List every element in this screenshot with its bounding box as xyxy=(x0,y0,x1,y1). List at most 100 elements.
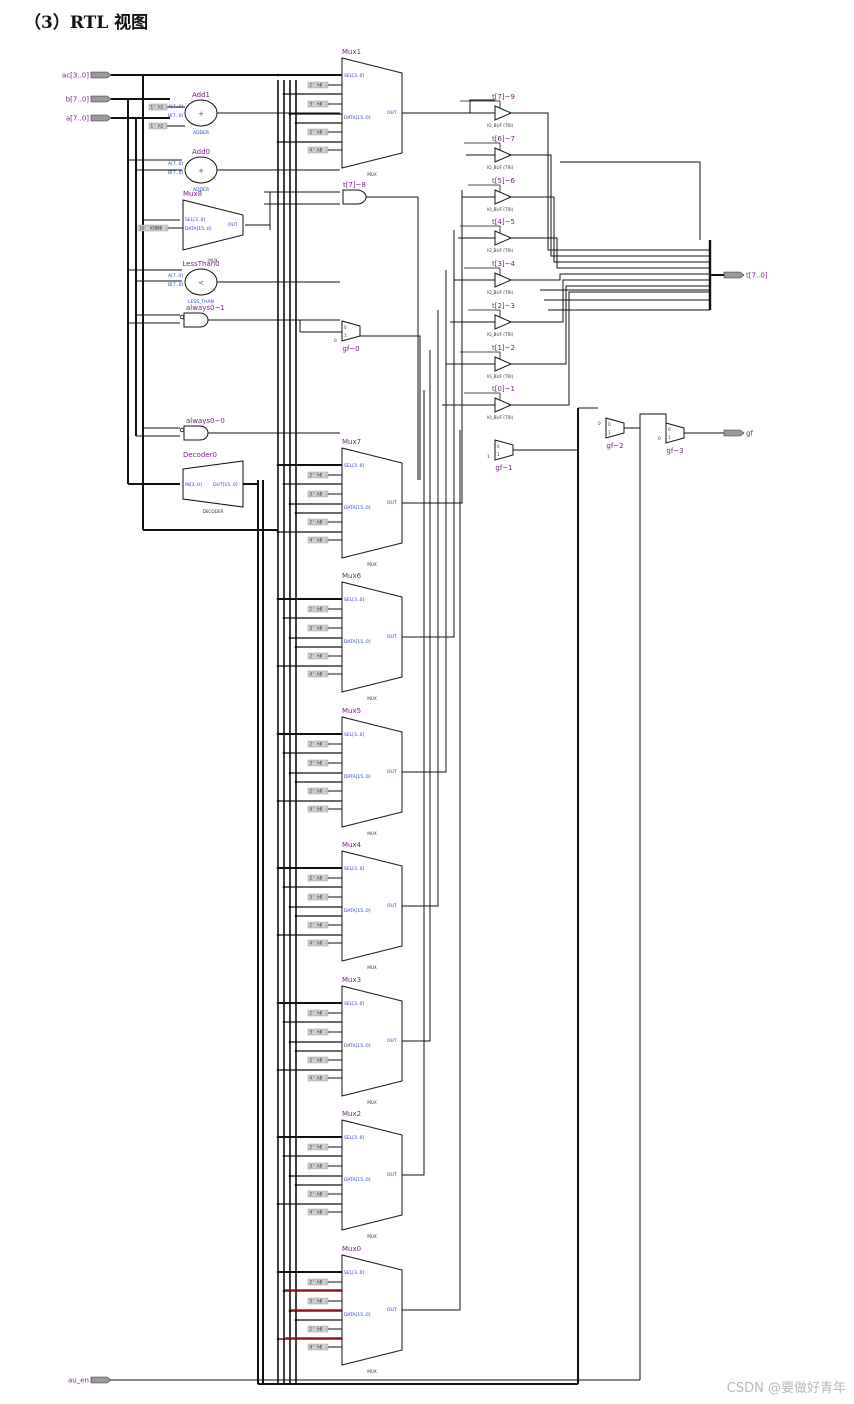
constant-label: 4' h0 -- xyxy=(310,538,330,543)
wire xyxy=(511,237,710,269)
input-pin-icon xyxy=(90,95,112,103)
constant-label: 2' h0 -- xyxy=(310,1011,330,1016)
junction-dot xyxy=(288,905,292,909)
wire xyxy=(511,285,710,365)
tri-buffer-0-name: t[7]~9 xyxy=(492,93,515,101)
port-label: a[7..0] xyxy=(66,115,89,123)
wire xyxy=(402,350,431,1042)
big-mux-mux0-out-pin: OUT xyxy=(387,1307,397,1313)
tri-buffer-1-name: t[6]~7 xyxy=(492,135,515,143)
junction-dot xyxy=(288,502,292,506)
constant-box xyxy=(307,1208,329,1216)
constant-label: 3' h0 -- xyxy=(310,761,330,766)
wire xyxy=(511,112,710,251)
big-mux-mux7-type: MUX xyxy=(367,562,377,567)
tri-buffer-1-type: IO_BUF (TRI) xyxy=(487,165,514,170)
tri-buffer-2-type: IO_BUF (TRI) xyxy=(487,207,514,212)
lessthan0-symbol xyxy=(184,268,218,296)
big-mux-mux3-out-pin: OUT xyxy=(387,1038,397,1044)
big-mux-mux1-type: MUX xyxy=(367,172,377,177)
junction-dot xyxy=(294,511,298,515)
output-pin-icon xyxy=(723,429,745,437)
constant-label: 2' h0 -- xyxy=(310,83,330,88)
wire xyxy=(513,449,579,452)
constant-box xyxy=(307,536,329,544)
constant-box xyxy=(307,670,329,678)
constant-label: 2' h0 -- xyxy=(310,789,330,794)
constant-label: 2' h0 -- xyxy=(310,1280,330,1285)
junction-dot xyxy=(276,664,280,668)
mux8-out-pin: OUT xyxy=(228,222,238,228)
add0-symbol xyxy=(184,156,218,184)
always0-0-name: always0~0 xyxy=(186,417,225,425)
junction-dot xyxy=(276,732,280,736)
wire xyxy=(511,273,710,281)
add0-pin-a: A[7..0] xyxy=(168,161,183,167)
lessthan0-operator: < xyxy=(198,279,204,287)
junction-dot xyxy=(276,1068,280,1072)
mux8-data-pin: DATA[15..0] xyxy=(185,226,212,232)
wire xyxy=(402,190,463,504)
constant-label: 3' h0 -- xyxy=(310,492,330,497)
constant-label: 4' h0 -- xyxy=(310,672,330,677)
add1-pin-b: B[7..0] xyxy=(168,113,183,119)
constant-label: 2' h0 -- xyxy=(310,473,330,478)
always0-1-name: always0~1 xyxy=(186,304,225,312)
junction-dot xyxy=(276,597,280,601)
big-mux-mux2-sel-pin: SEL[3..0] xyxy=(344,1135,365,1141)
constant-box xyxy=(307,128,329,136)
constant-box xyxy=(307,1190,329,1198)
big-mux-mux1-name: Mux1 xyxy=(342,48,361,56)
junction-dot xyxy=(294,914,298,918)
big-mux-mux5-sel-pin: SEL[3..0] xyxy=(344,732,365,738)
output-pin-icon xyxy=(723,271,745,279)
junction-dot xyxy=(276,1337,280,1341)
constant-label: 2' h0 -- xyxy=(310,923,330,928)
wire xyxy=(624,413,667,429)
constant-box xyxy=(307,1325,329,1333)
decoder0-out-pin: OUT[15..0] xyxy=(213,482,238,488)
junction-dot xyxy=(282,616,286,620)
decoder0-type: DECODER xyxy=(203,509,224,514)
constant-label: 1' h1 -- xyxy=(151,124,171,129)
lessthan0-name: LessThan0 xyxy=(182,260,219,268)
big-mux-mux6-sel-pin: SEL[3..0] xyxy=(344,597,365,603)
wire xyxy=(402,230,455,638)
big-mux-mux2-type: MUX xyxy=(367,1234,377,1239)
constant-box xyxy=(307,1056,329,1064)
gf0-pin0: 0 xyxy=(344,325,347,330)
constant-label: 4' h0 -- xyxy=(310,1345,330,1350)
tri-buffer-0-icon xyxy=(494,105,513,121)
tri-buffer-3-type: IO_BUF (TRI) xyxy=(487,248,514,253)
junction-dot xyxy=(282,1020,286,1024)
junction-dot xyxy=(294,1049,298,1053)
junction-dot xyxy=(288,112,292,116)
constant-label: 3' h0 -- xyxy=(310,895,330,900)
tri-buffer-7-icon xyxy=(494,397,513,413)
tri-buffer-6-icon xyxy=(494,356,513,372)
constant-box xyxy=(307,759,329,767)
big-mux-mux4-symbol xyxy=(341,850,403,962)
constant-box xyxy=(307,1009,329,1017)
gf1-mux-symbol xyxy=(494,439,514,461)
big-mux-mux3-data-pin: DATA[15..0] xyxy=(344,1043,371,1049)
gf2-mux-symbol xyxy=(605,417,625,439)
big-mux-mux0-type: MUX xyxy=(367,1369,377,1374)
constant-box xyxy=(307,939,329,947)
constant-label: 2' h0 -- xyxy=(310,876,330,881)
big-mux-mux3-sel-pin: SEL[3..0] xyxy=(344,1001,365,1007)
always0-0-and-gate xyxy=(183,425,209,441)
always0-0-inverter-bubble xyxy=(179,427,185,433)
big-mux-mux7-symbol xyxy=(341,447,403,559)
big-mux-mux2-symbol xyxy=(341,1119,403,1231)
big-mux-mux5-symbol xyxy=(341,716,403,828)
junction-dot xyxy=(276,866,280,870)
constant-label: 4' h0 -- xyxy=(310,1210,330,1215)
constant-box xyxy=(307,1278,329,1286)
gf1-pin0: 0 xyxy=(497,444,500,449)
decoder0-name: Decoder0 xyxy=(183,451,217,459)
big-mux-mux7-name: Mux7 xyxy=(342,438,361,446)
constant-box xyxy=(307,1162,329,1170)
big-mux-mux5-name: Mux5 xyxy=(342,707,361,715)
big-mux-mux7-sel-pin: SEL[3..0] xyxy=(344,463,365,469)
